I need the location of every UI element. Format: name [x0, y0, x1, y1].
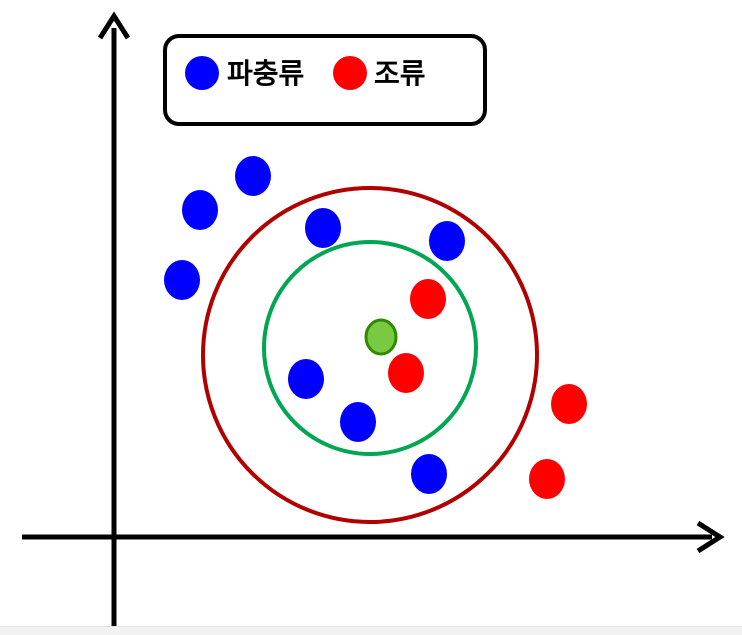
reptile-point: [340, 402, 376, 442]
bird-point: [529, 459, 565, 499]
query-point: [364, 318, 398, 356]
legend-marker-bird: [333, 56, 367, 90]
legend: 파충류 조류: [163, 34, 487, 126]
x-axis-arrowhead: [696, 520, 725, 554]
reptile-point: [411, 454, 447, 494]
y-axis-arrowhead: [97, 11, 131, 40]
bird-point: [410, 279, 446, 319]
inner-radius-circle: [262, 240, 478, 456]
reptile-point: [182, 190, 218, 230]
legend-marker-reptile: [185, 56, 219, 90]
reptile-point: [164, 260, 200, 300]
outer-radius-circle: [201, 186, 539, 524]
bird-point: [388, 353, 424, 393]
legend-box: [163, 34, 487, 126]
axes: [22, 11, 725, 628]
reptile-point: [305, 208, 341, 248]
legend-label-reptile: 파충류: [227, 57, 304, 90]
reptile-point: [429, 221, 465, 261]
bottom-strip: [0, 626, 742, 635]
data-points: [164, 156, 587, 499]
reptile-point: [288, 359, 324, 399]
legend-label-bird: 조류: [374, 57, 426, 90]
reptile-point: [235, 156, 271, 196]
bird-point: [551, 384, 587, 424]
